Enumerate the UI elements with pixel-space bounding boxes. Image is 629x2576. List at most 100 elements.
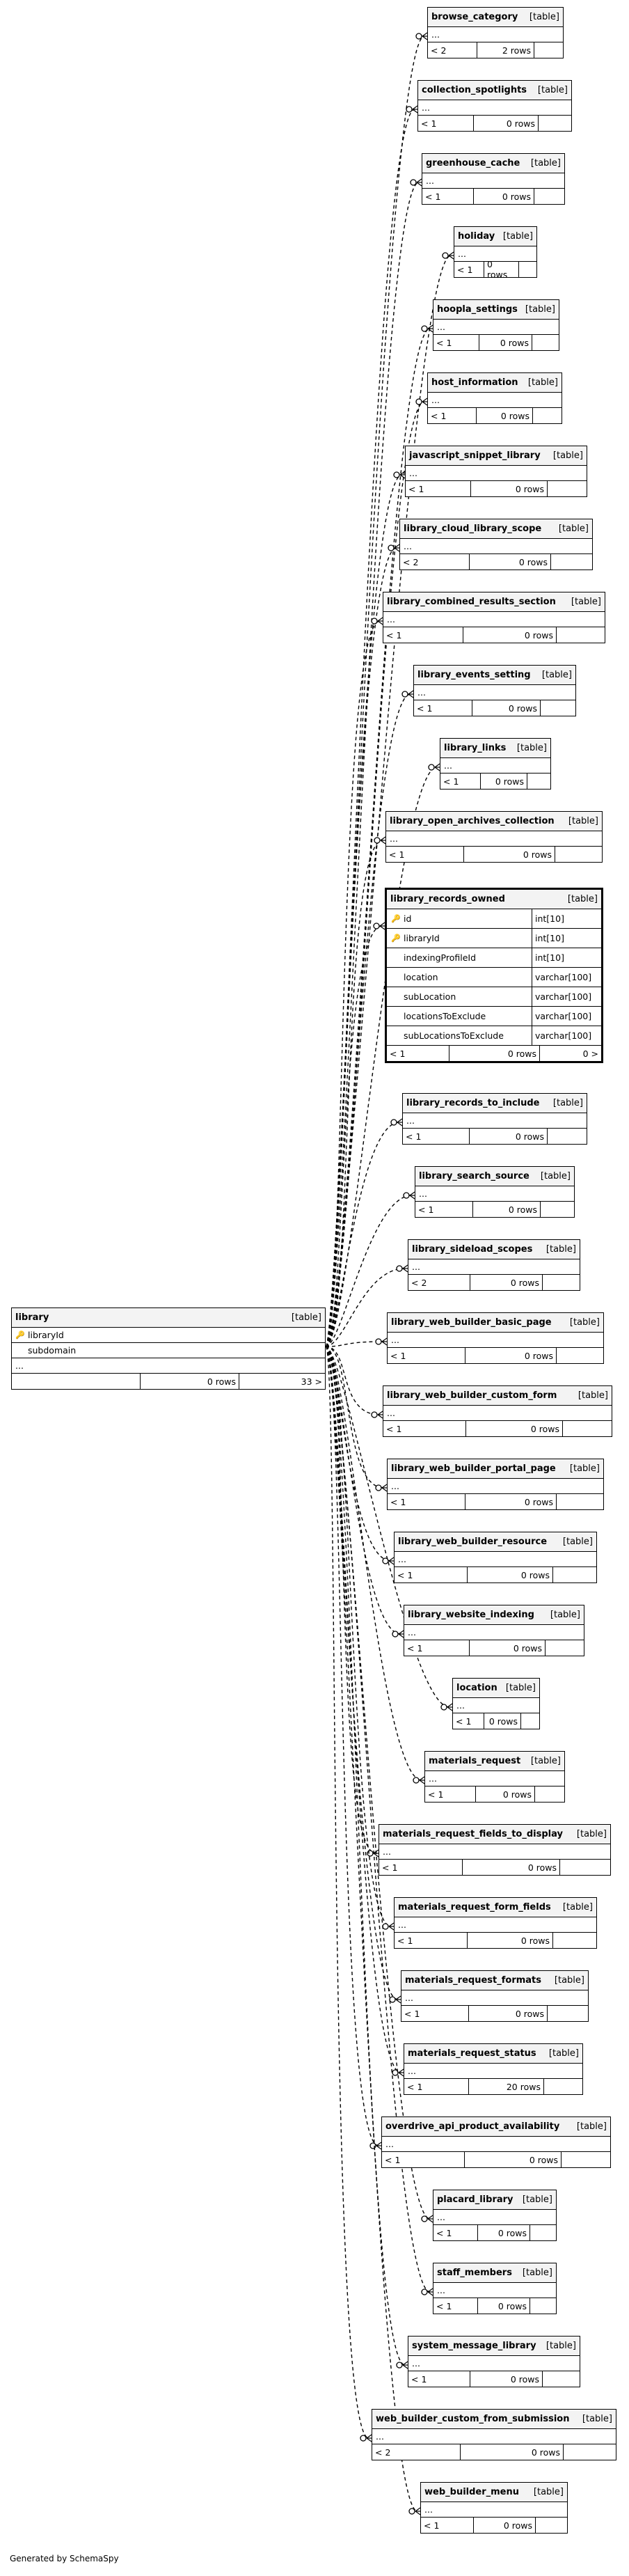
- column-row[interactable]: 🔑id int[10]: [387, 909, 601, 929]
- ellipsis-row: ...: [428, 27, 563, 42]
- parents-count: < 1: [408, 2371, 470, 2387]
- column-row[interactable]: 🔑 libraryId: [12, 1328, 325, 1343]
- table-library-web-builder-resource[interactable]: library_web_builder_resource[table]...< …: [394, 1532, 597, 1583]
- table-header: holiday[table]: [454, 227, 536, 246]
- table-type: [table]: [546, 2341, 576, 2351]
- crowfoot-tine: [381, 1484, 388, 1489]
- ellipsis-row: ...: [388, 1333, 603, 1348]
- table-library-web-builder-portal-page[interactable]: library_web_builder_portal_page[table]..…: [387, 1459, 604, 1510]
- column-row[interactable]: location varchar[100]: [387, 968, 601, 987]
- table-name: library_links: [444, 743, 507, 753]
- crowfoot-tine: [408, 693, 414, 698]
- children-count: [564, 2444, 616, 2460]
- column-type: varchar[100]: [535, 1011, 592, 1021]
- crowfoot-tine: [415, 2507, 421, 2512]
- parents-count: < 1: [433, 2298, 478, 2314]
- crowfoot-marker: [382, 1557, 389, 1564]
- column-row[interactable]: 🔑libraryId int[10]: [387, 929, 601, 948]
- column-row[interactable]: indexingProfileId int[10]: [387, 948, 601, 968]
- ellipsis-row: ...: [453, 1698, 539, 1713]
- table-library-records-owned[interactable]: library_records_owned [table] 🔑id int[10…: [385, 888, 603, 1063]
- table-type: [table]: [558, 524, 589, 534]
- row-count: 0 rows: [472, 700, 541, 716]
- parents-count: < 1: [379, 1860, 463, 1875]
- table-web-builder-custom-from-submission[interactable]: web_builder_custom_from_submission[table…: [372, 2409, 616, 2460]
- table-library-open-archives-collection[interactable]: library_open_archives_collection[table].…: [385, 811, 603, 863]
- column-row[interactable]: subLocationsToExclude varchar[100]: [387, 1026, 601, 1046]
- table-overdrive-api-product-availability[interactable]: overdrive_api_product_availability[table…: [381, 2116, 611, 2168]
- table-header: library_records_to_include[table]: [403, 1094, 587, 1113]
- table-header: web_builder_menu[table]: [421, 2483, 567, 2502]
- table-name: materials_request_status: [408, 2048, 536, 2059]
- table-library-web-builder-basic-page[interactable]: library_web_builder_basic_page[table]...…: [387, 1312, 604, 1364]
- table-library[interactable]: library [table] 🔑 libraryId subdomain ..…: [11, 1307, 326, 1390]
- relationship-line: [325, 328, 431, 1347]
- crowfoot-tine: [397, 1118, 403, 1123]
- ellipsis-row: ...: [440, 758, 550, 773]
- table-name: library_open_archives_collection: [390, 816, 555, 826]
- table-materials-request-fields-to-display[interactable]: materials_request_fields_to_display[tabl…: [379, 1824, 611, 1876]
- table-header: library_web_builder_portal_page[table]: [388, 1459, 603, 1479]
- crowfoot-tine: [398, 2072, 404, 2077]
- table-name: greenhouse_cache: [426, 158, 520, 168]
- crowfoot-tine: [416, 178, 422, 183]
- table-name: web_builder_menu: [424, 2487, 520, 2497]
- children-count: [519, 262, 536, 277]
- table-type: [table]: [541, 670, 572, 680]
- row-count: 0 rows: [473, 1202, 541, 1217]
- ellipsis-row: ...: [395, 1917, 596, 1933]
- table-name: javascript_snippet_library: [409, 450, 541, 461]
- crowfoot-marker: [388, 544, 395, 551]
- column-row[interactable]: subdomain: [12, 1343, 325, 1358]
- relationship-line: [325, 1346, 385, 1489]
- children-count: [533, 408, 562, 423]
- crowfoot-tine: [422, 36, 428, 40]
- children-count: [543, 2371, 580, 2387]
- column-row[interactable]: subLocation varchar[100]: [387, 987, 601, 1007]
- crowfoot-tine: [397, 1122, 403, 1126]
- table-name: overdrive_api_product_availability: [385, 2121, 560, 2132]
- table-name: browse_category: [431, 12, 518, 22]
- table-materials-request-form-fields[interactable]: materials_request_form_fields[table]...<…: [394, 1897, 597, 1949]
- crowfoot-marker: [406, 106, 413, 113]
- column-row[interactable]: locationsToExclude varchar[100]: [387, 1007, 601, 1026]
- crowfoot-tine: [388, 1922, 395, 1927]
- table-library-combined-results-section[interactable]: library_combined_results_section[table].…: [383, 592, 605, 643]
- table-name: library_events_setting: [417, 670, 531, 680]
- crowfoot-tine: [380, 836, 386, 841]
- table-header: overdrive_api_product_availability[table…: [382, 2117, 610, 2137]
- crowfoot-tine: [379, 922, 385, 927]
- children-count: [548, 481, 587, 496]
- column-name: libraryId: [28, 1330, 64, 1340]
- table-library-web-builder-custom-form[interactable]: library_web_builder_custom_form[table]..…: [383, 1385, 612, 1437]
- ellipsis: ...: [437, 322, 445, 332]
- table-name: materials_request: [429, 1756, 521, 1766]
- parents-count: < 1: [387, 1046, 449, 1061]
- table-library-cloud-library-scope[interactable]: library_cloud_library_scope[table]...< 2…: [399, 519, 593, 570]
- crowfoot-marker: [440, 1704, 447, 1711]
